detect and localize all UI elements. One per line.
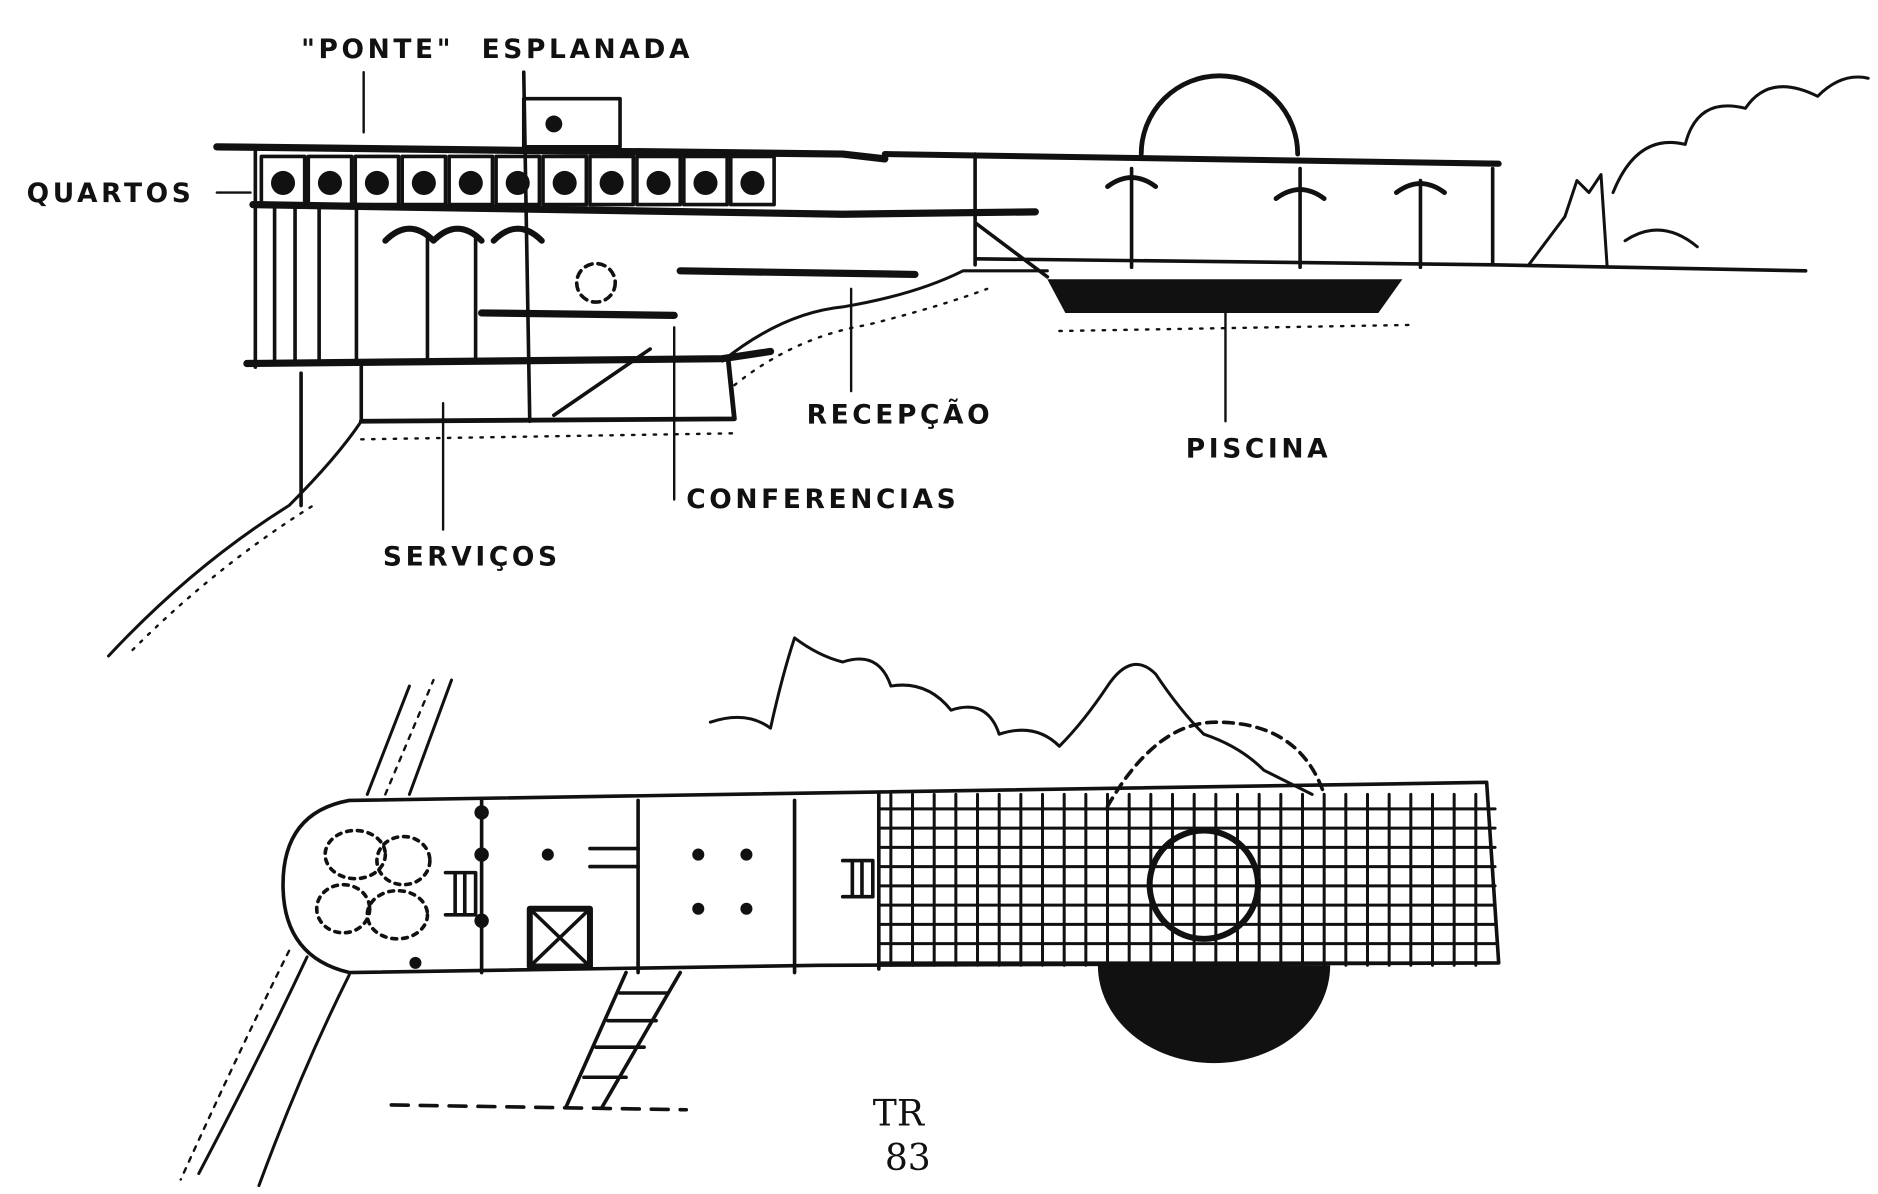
pergola-grid xyxy=(877,792,1497,967)
signature-year: 83 xyxy=(885,1136,931,1179)
label-conferencias: CONFERENCIAS xyxy=(686,484,959,515)
grid-lines xyxy=(877,792,1497,967)
room-cell xyxy=(259,154,307,207)
room-cell xyxy=(635,154,683,207)
room-window xyxy=(364,170,389,195)
room-window xyxy=(740,170,765,195)
signature-initials: TR xyxy=(873,1091,926,1134)
room-cell xyxy=(728,154,776,207)
room-window xyxy=(411,170,436,195)
label-quartos: QUARTOS xyxy=(27,178,195,209)
room-window xyxy=(599,170,624,195)
rooms-row xyxy=(259,154,776,207)
room-cell xyxy=(306,154,354,207)
label-ponte: "PONTE" xyxy=(301,34,454,65)
label-recepcao: RECEPÇÃO xyxy=(807,399,994,431)
room-cell xyxy=(588,154,636,207)
plan-drawing xyxy=(179,636,1501,1188)
label-piscina: PISCINA xyxy=(1186,433,1332,464)
room-window xyxy=(458,170,483,195)
room-window xyxy=(270,170,296,195)
room-cell xyxy=(494,154,542,207)
section-drawing xyxy=(106,70,1870,658)
room-cell xyxy=(682,154,729,207)
label-servicos: SERVIÇOS xyxy=(383,542,561,573)
room-cell xyxy=(447,154,495,207)
label-esplanada: ESPLANADA xyxy=(482,34,694,65)
room-cell xyxy=(353,154,401,207)
room-window xyxy=(552,170,577,195)
room-window xyxy=(317,170,342,195)
room-window xyxy=(646,170,671,195)
room-window xyxy=(693,170,718,195)
room-cell xyxy=(541,154,589,207)
room-cell xyxy=(400,154,448,207)
